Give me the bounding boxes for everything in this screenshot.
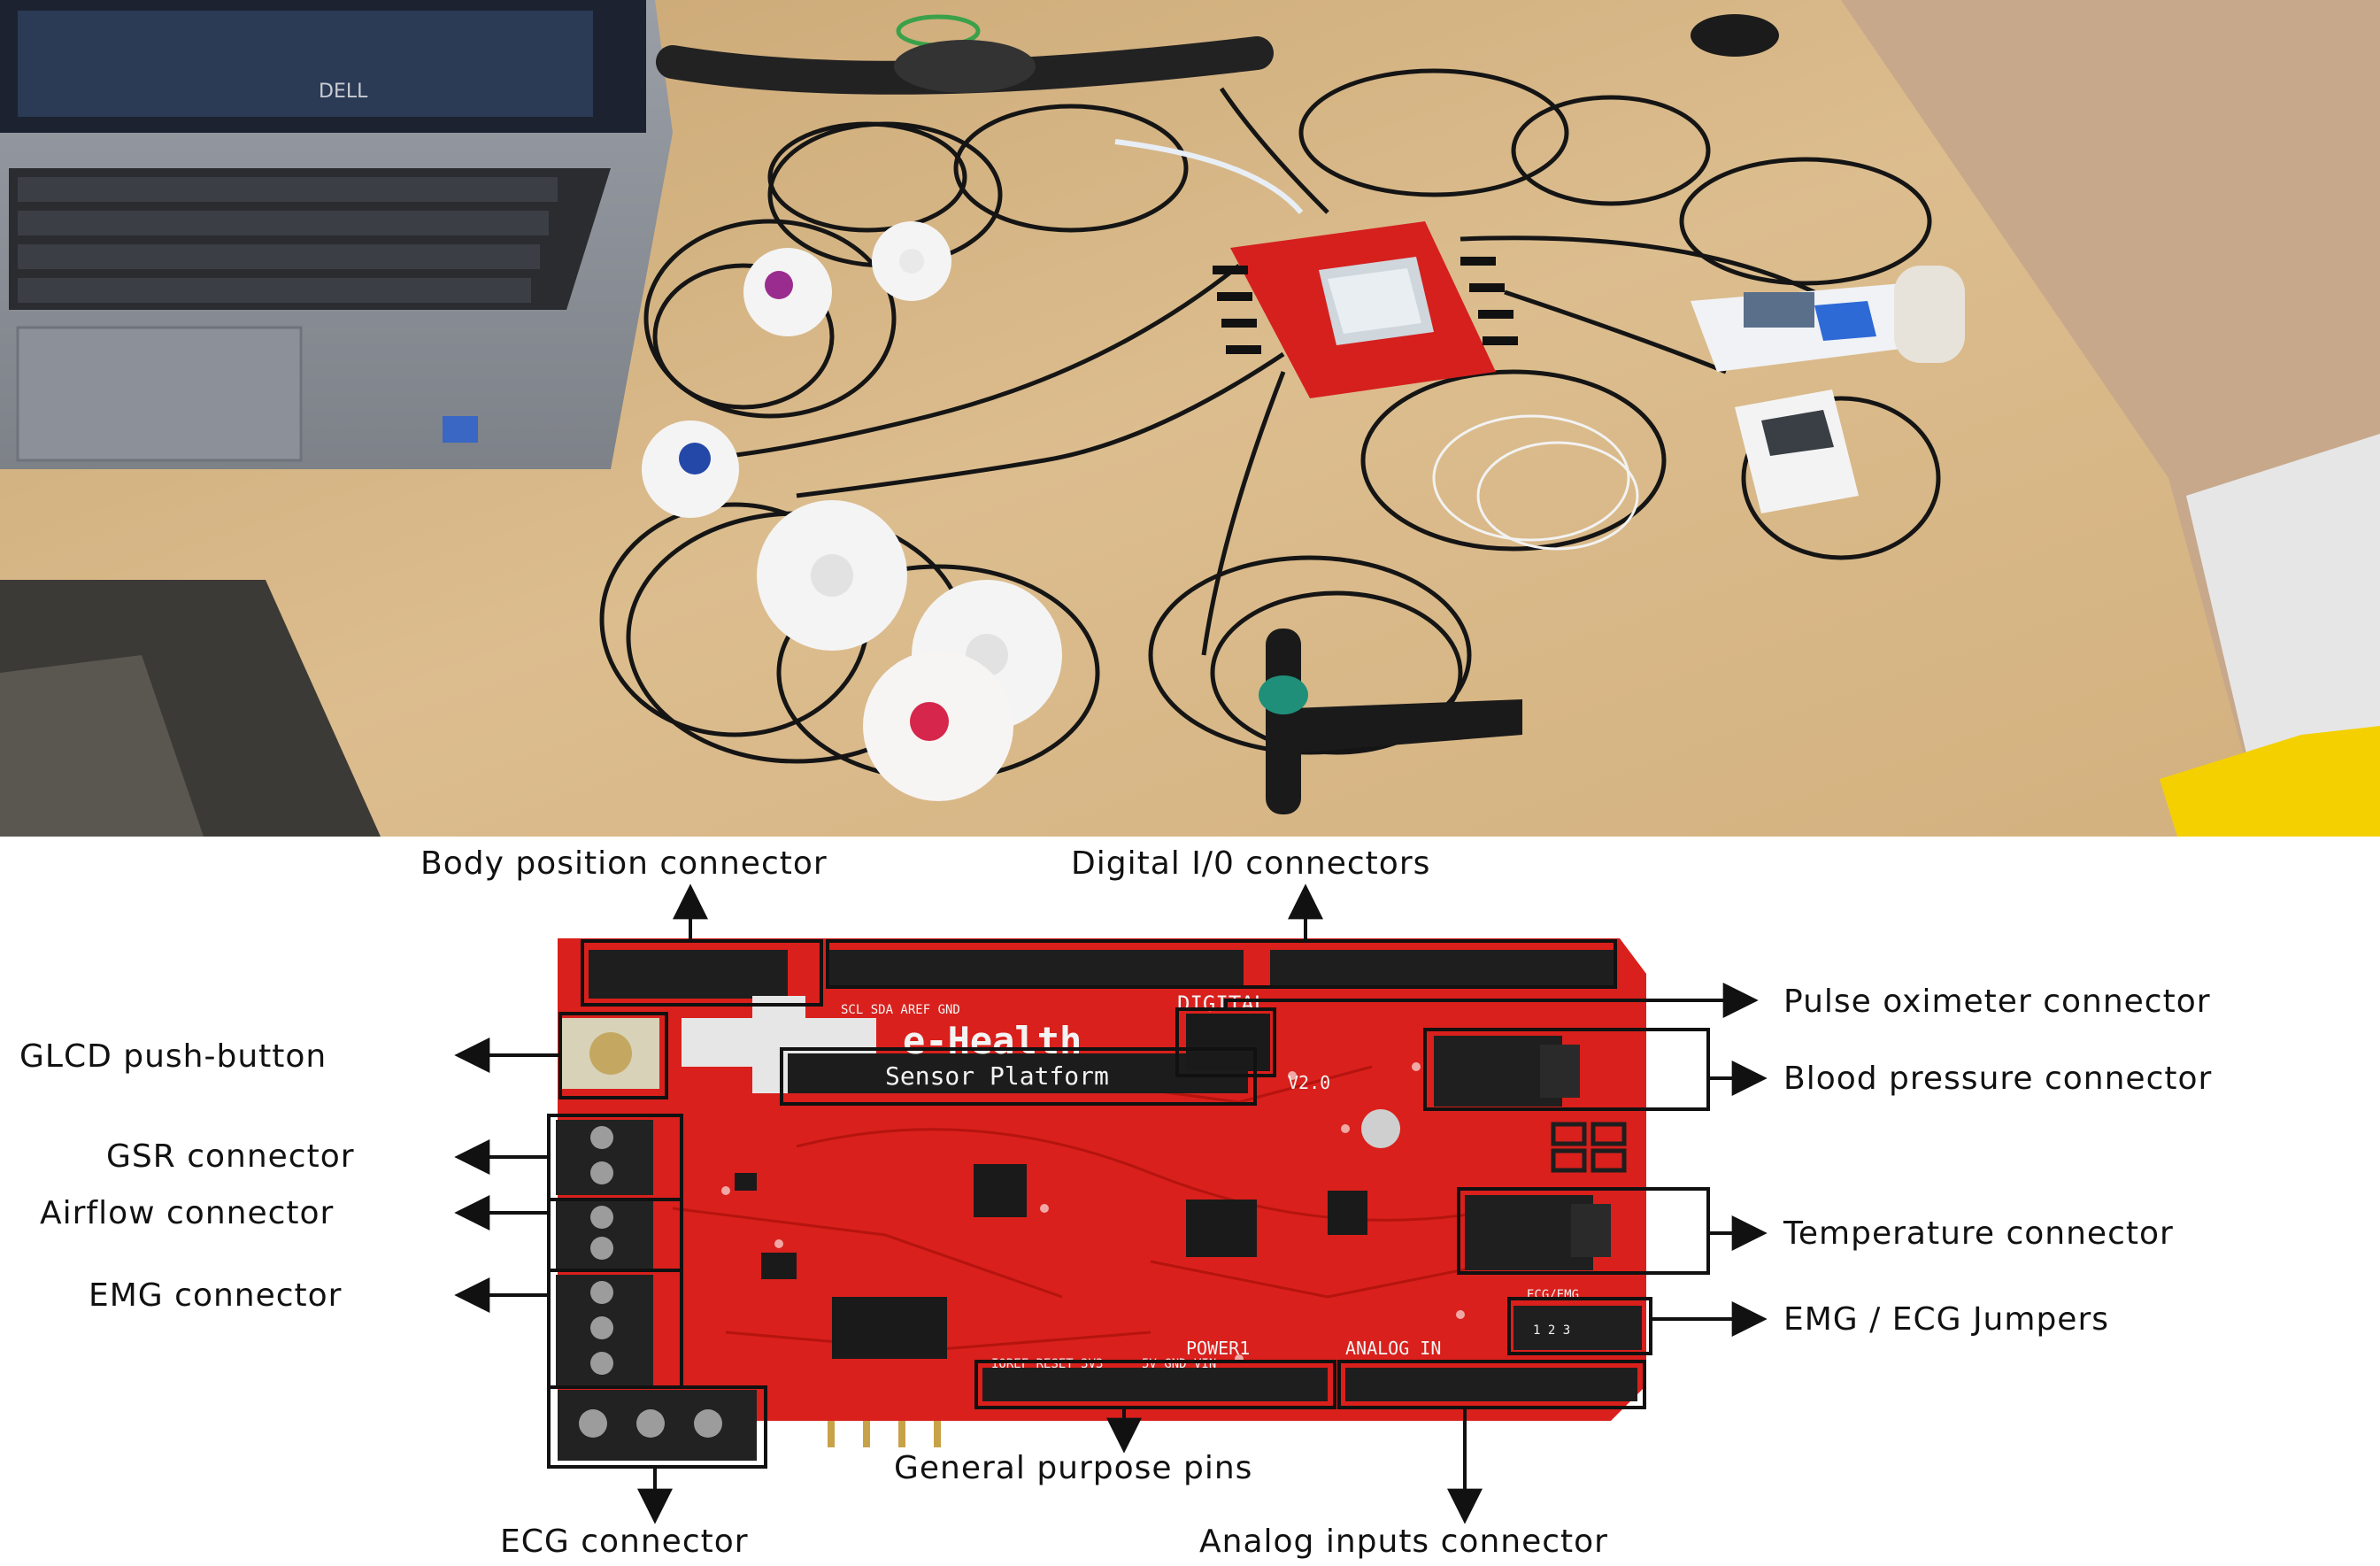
label-glcd: GLCD push-button	[19, 1038, 327, 1075]
board-version-text: V2.0	[1288, 1072, 1330, 1093]
highlight-temperature	[1457, 1187, 1710, 1275]
board-digital-text: DIGITAL	[1177, 991, 1267, 1016]
setup-photo: DELL	[0, 0, 2380, 837]
label-gsr: GSR connector	[106, 1138, 355, 1175]
board-pins-left-text: SCL SDA AREF GND	[841, 1003, 960, 1017]
eh-board: DIGITAL e-Health Sensor Platform V2.0 PO…	[556, 938, 1646, 1461]
label-general-purpose: General purpose pins	[894, 1450, 1252, 1486]
highlight-body-position	[581, 939, 823, 1007]
label-ecg: ECG connector	[500, 1524, 749, 1560]
label-emg: EMG connector	[89, 1277, 342, 1314]
board-brand-text: e-Health	[903, 1019, 1082, 1062]
airflow-sensor	[1259, 629, 1522, 814]
board-diagram: DIGITAL e-Health Sensor Platform V2.0 PO…	[19, 845, 2212, 1560]
board-platform-text: Sensor Platform	[885, 1061, 1109, 1091]
label-pulse-oximeter: Pulse oximeter connector	[1783, 984, 2211, 1020]
highlight-general-purpose	[974, 1360, 1336, 1409]
board-jumper-nums-text: 1 2 3	[1533, 1323, 1570, 1338]
label-blood-pressure: Blood pressure connector	[1783, 1061, 2212, 1097]
highlight-analog	[1337, 1360, 1646, 1409]
electrodes	[642, 221, 1062, 801]
highlight-jumpers	[1507, 1297, 1652, 1355]
label-analog-inputs: Analog inputs connector	[1199, 1524, 1608, 1560]
highlight-blood-pressure	[1423, 1028, 1710, 1111]
glucometer-device	[1735, 390, 1859, 513]
label-airflow: Airflow connector	[40, 1195, 334, 1231]
label-digital-io: Digital I/0 connectors	[1071, 845, 1430, 882]
laptop-brand: DELL	[319, 81, 368, 103]
screw-terminals	[556, 1120, 757, 1461]
board-photo	[1213, 221, 1518, 398]
board-pins-reset-text: IOREF RESET 3V3	[991, 1357, 1103, 1371]
board-analog-text: ANALOG IN	[1345, 1338, 1441, 1359]
blood-pressure-device	[1691, 266, 1965, 372]
board-power-text: POWER1	[1186, 1338, 1250, 1359]
board-pins-power-text: 5V GND VIN	[1142, 1357, 1216, 1371]
label-temperature: Temperature connector	[1783, 1215, 2174, 1252]
highlight-digital-io	[826, 939, 1617, 989]
laptop: DELL	[0, 0, 673, 469]
label-body-position: Body position connector	[420, 845, 828, 882]
highlight-ecg	[547, 1385, 767, 1469]
label-emg-ecg-jumpers: EMG / ECG Jumpers	[1783, 1301, 2109, 1338]
